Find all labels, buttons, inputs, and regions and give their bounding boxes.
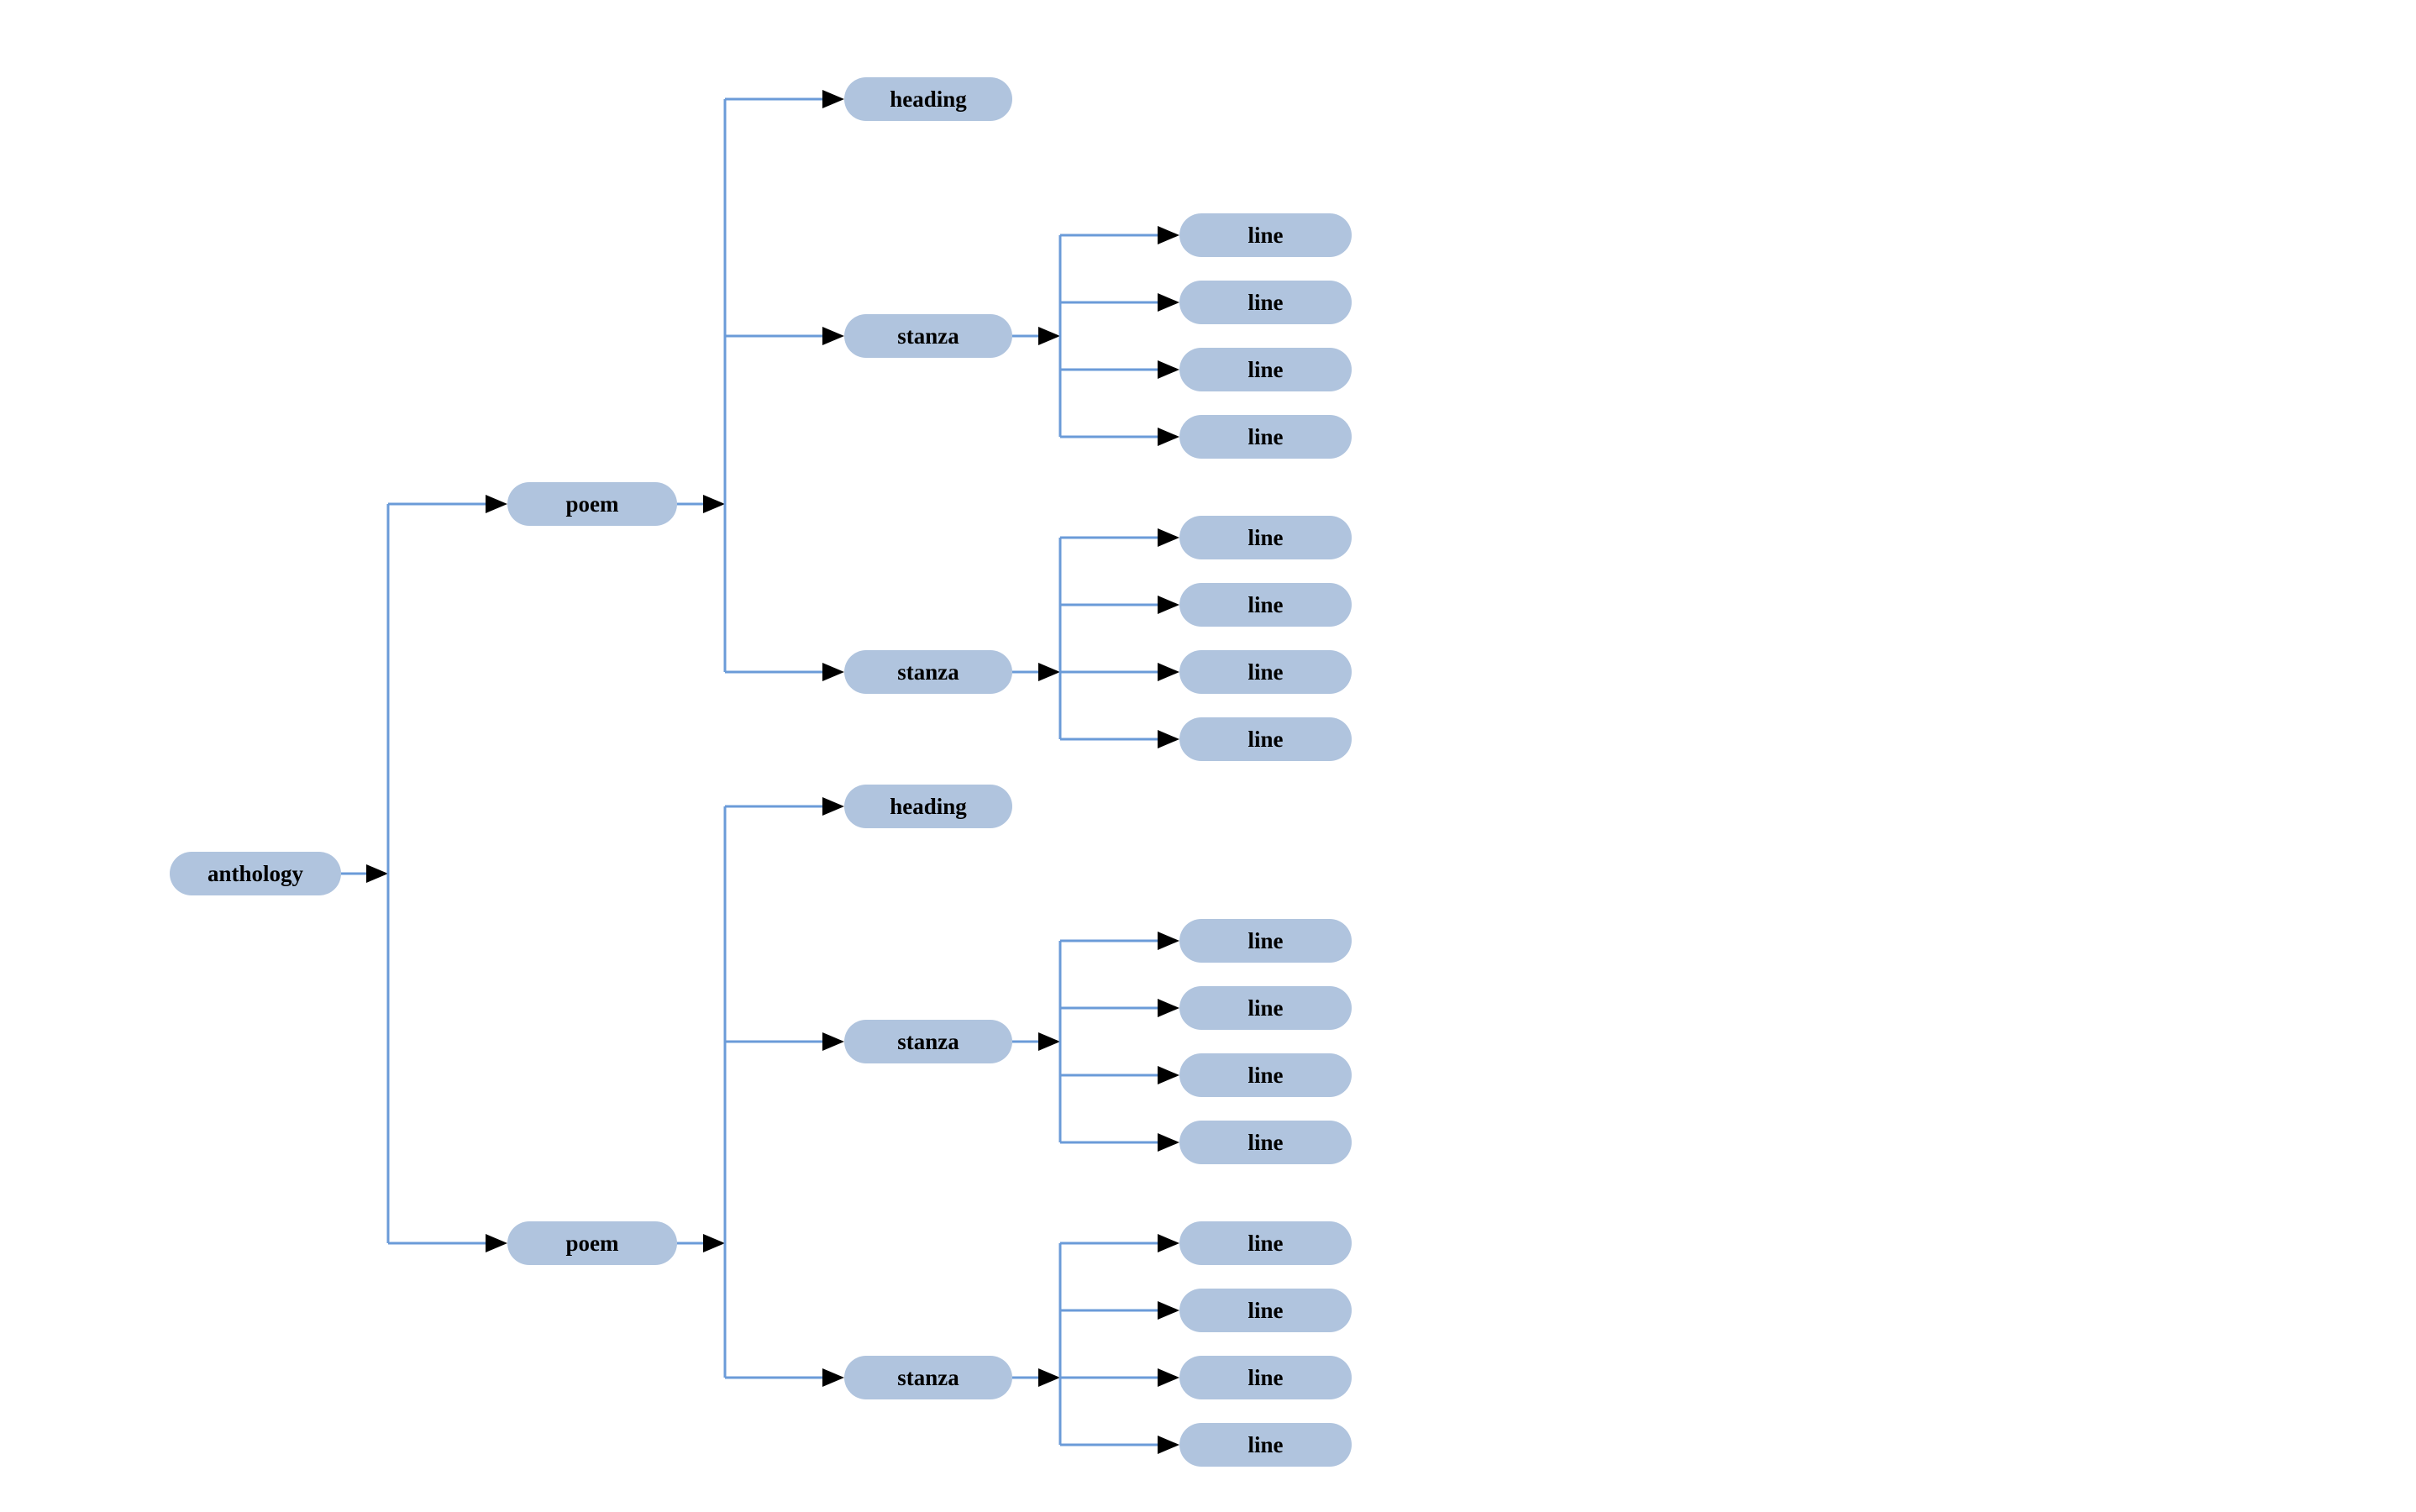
- arrowhead-p2-stanza2-to-lines-0: [1158, 1234, 1179, 1252]
- node-p1-heading[interactable]: heading: [844, 77, 1012, 121]
- arrowhead-poem2-to-children-1: [822, 1032, 844, 1051]
- arrowhead-trunk-p1-stanza2-to-lines: [1038, 663, 1060, 681]
- node-p2-heading[interactable]: heading: [844, 785, 1012, 828]
- node-p2s1-line4[interactable]: line: [1179, 1121, 1352, 1164]
- arrowhead-p1-stanza1-to-lines-1: [1158, 293, 1179, 312]
- arrowhead-p2-stanza2-to-lines-1: [1158, 1301, 1179, 1320]
- node-label: line: [1247, 222, 1284, 248]
- node-p2-stanza2[interactable]: stanza: [844, 1356, 1012, 1399]
- node-label: line: [1247, 1364, 1284, 1390]
- arrowhead-p2-stanza1-to-lines-2: [1158, 1066, 1179, 1084]
- node-poem2[interactable]: poem: [507, 1221, 677, 1265]
- node-label: heading: [890, 793, 967, 819]
- node-p1s1-line4[interactable]: line: [1179, 415, 1352, 459]
- node-p2s1-line2[interactable]: line: [1179, 986, 1352, 1030]
- node-label: line: [1247, 524, 1284, 550]
- node-label: line: [1247, 927, 1284, 953]
- node-label: line: [1247, 356, 1284, 382]
- arrowhead-trunk-poem1-to-children: [703, 495, 725, 513]
- node-label: line: [1247, 289, 1284, 315]
- node-p1s1-line2[interactable]: line: [1179, 281, 1352, 324]
- arrowhead-p1-stanza1-to-lines-3: [1158, 428, 1179, 446]
- node-p2s2-line4[interactable]: line: [1179, 1423, 1352, 1467]
- arrowhead-p2-stanza1-to-lines-3: [1158, 1133, 1179, 1152]
- node-label: line: [1247, 423, 1284, 449]
- node-label: anthology: [207, 860, 304, 886]
- node-label: poem: [565, 491, 619, 517]
- node-p2s1-line3[interactable]: line: [1179, 1053, 1352, 1097]
- node-p2s2-line1[interactable]: line: [1179, 1221, 1352, 1265]
- node-p1-stanza1[interactable]: stanza: [844, 314, 1012, 358]
- node-label: line: [1247, 1129, 1284, 1155]
- arrowhead-p1-stanza1-to-lines-0: [1158, 226, 1179, 244]
- node-label: poem: [565, 1230, 619, 1256]
- node-label: stanza: [897, 323, 959, 349]
- arrowhead-trunk-anthology-to-poems: [366, 864, 388, 883]
- arrowhead-p2-stanza1-to-lines-1: [1158, 999, 1179, 1017]
- arrowhead-p2-stanza2-to-lines-2: [1158, 1368, 1179, 1387]
- node-p1s1-line1[interactable]: line: [1179, 213, 1352, 257]
- node-poem1[interactable]: poem: [507, 482, 677, 526]
- arrowhead-anthology-to-poems-0: [486, 495, 507, 513]
- arrowhead-p1-stanza2-to-lines-2: [1158, 663, 1179, 681]
- node-p1s2-line3[interactable]: line: [1179, 650, 1352, 694]
- arrowhead-trunk-p1-stanza1-to-lines: [1038, 327, 1060, 345]
- node-p2s2-line2[interactable]: line: [1179, 1289, 1352, 1332]
- arrowhead-trunk-p2-stanza1-to-lines: [1038, 1032, 1060, 1051]
- node-anthology[interactable]: anthology: [170, 852, 341, 895]
- arrowhead-poem1-to-children-0: [822, 90, 844, 108]
- arrowhead-p1-stanza2-to-lines-0: [1158, 528, 1179, 547]
- node-label: line: [1247, 659, 1284, 685]
- node-label: stanza: [897, 659, 959, 685]
- arrowhead-trunk-p2-stanza2-to-lines: [1038, 1368, 1060, 1387]
- node-label: line: [1247, 1431, 1284, 1457]
- node-p1s2-line4[interactable]: line: [1179, 717, 1352, 761]
- node-label: line: [1247, 1230, 1284, 1256]
- arrowhead-poem2-to-children-2: [822, 1368, 844, 1387]
- node-label: heading: [890, 86, 967, 112]
- arrowhead-anthology-to-poems-1: [486, 1234, 507, 1252]
- node-label: stanza: [897, 1028, 959, 1054]
- arrowhead-p2-stanza2-to-lines-3: [1158, 1436, 1179, 1454]
- node-p1s2-line1[interactable]: line: [1179, 516, 1352, 559]
- node-label: line: [1247, 1062, 1284, 1088]
- arrowhead-poem1-to-children-1: [822, 327, 844, 345]
- arrowhead-poem2-to-children-0: [822, 797, 844, 816]
- node-p1s1-line3[interactable]: line: [1179, 348, 1352, 391]
- arrowhead-p1-stanza2-to-lines-3: [1158, 730, 1179, 748]
- arrowhead-p1-stanza2-to-lines-1: [1158, 596, 1179, 614]
- arrowhead-p1-stanza1-to-lines-2: [1158, 360, 1179, 379]
- node-label: line: [1247, 591, 1284, 617]
- node-label: line: [1247, 1297, 1284, 1323]
- node-p2s2-line3[interactable]: line: [1179, 1356, 1352, 1399]
- node-label: stanza: [897, 1364, 959, 1390]
- node-p1-stanza2[interactable]: stanza: [844, 650, 1012, 694]
- arrowhead-p2-stanza1-to-lines-0: [1158, 932, 1179, 950]
- arrowhead-poem1-to-children-2: [822, 663, 844, 681]
- node-p1s2-line2[interactable]: line: [1179, 583, 1352, 627]
- node-p2s1-line1[interactable]: line: [1179, 919, 1352, 963]
- node-label: line: [1247, 726, 1284, 752]
- node-label: line: [1247, 995, 1284, 1021]
- node-p2-stanza1[interactable]: stanza: [844, 1020, 1012, 1063]
- arrowhead-trunk-poem2-to-children: [703, 1234, 725, 1252]
